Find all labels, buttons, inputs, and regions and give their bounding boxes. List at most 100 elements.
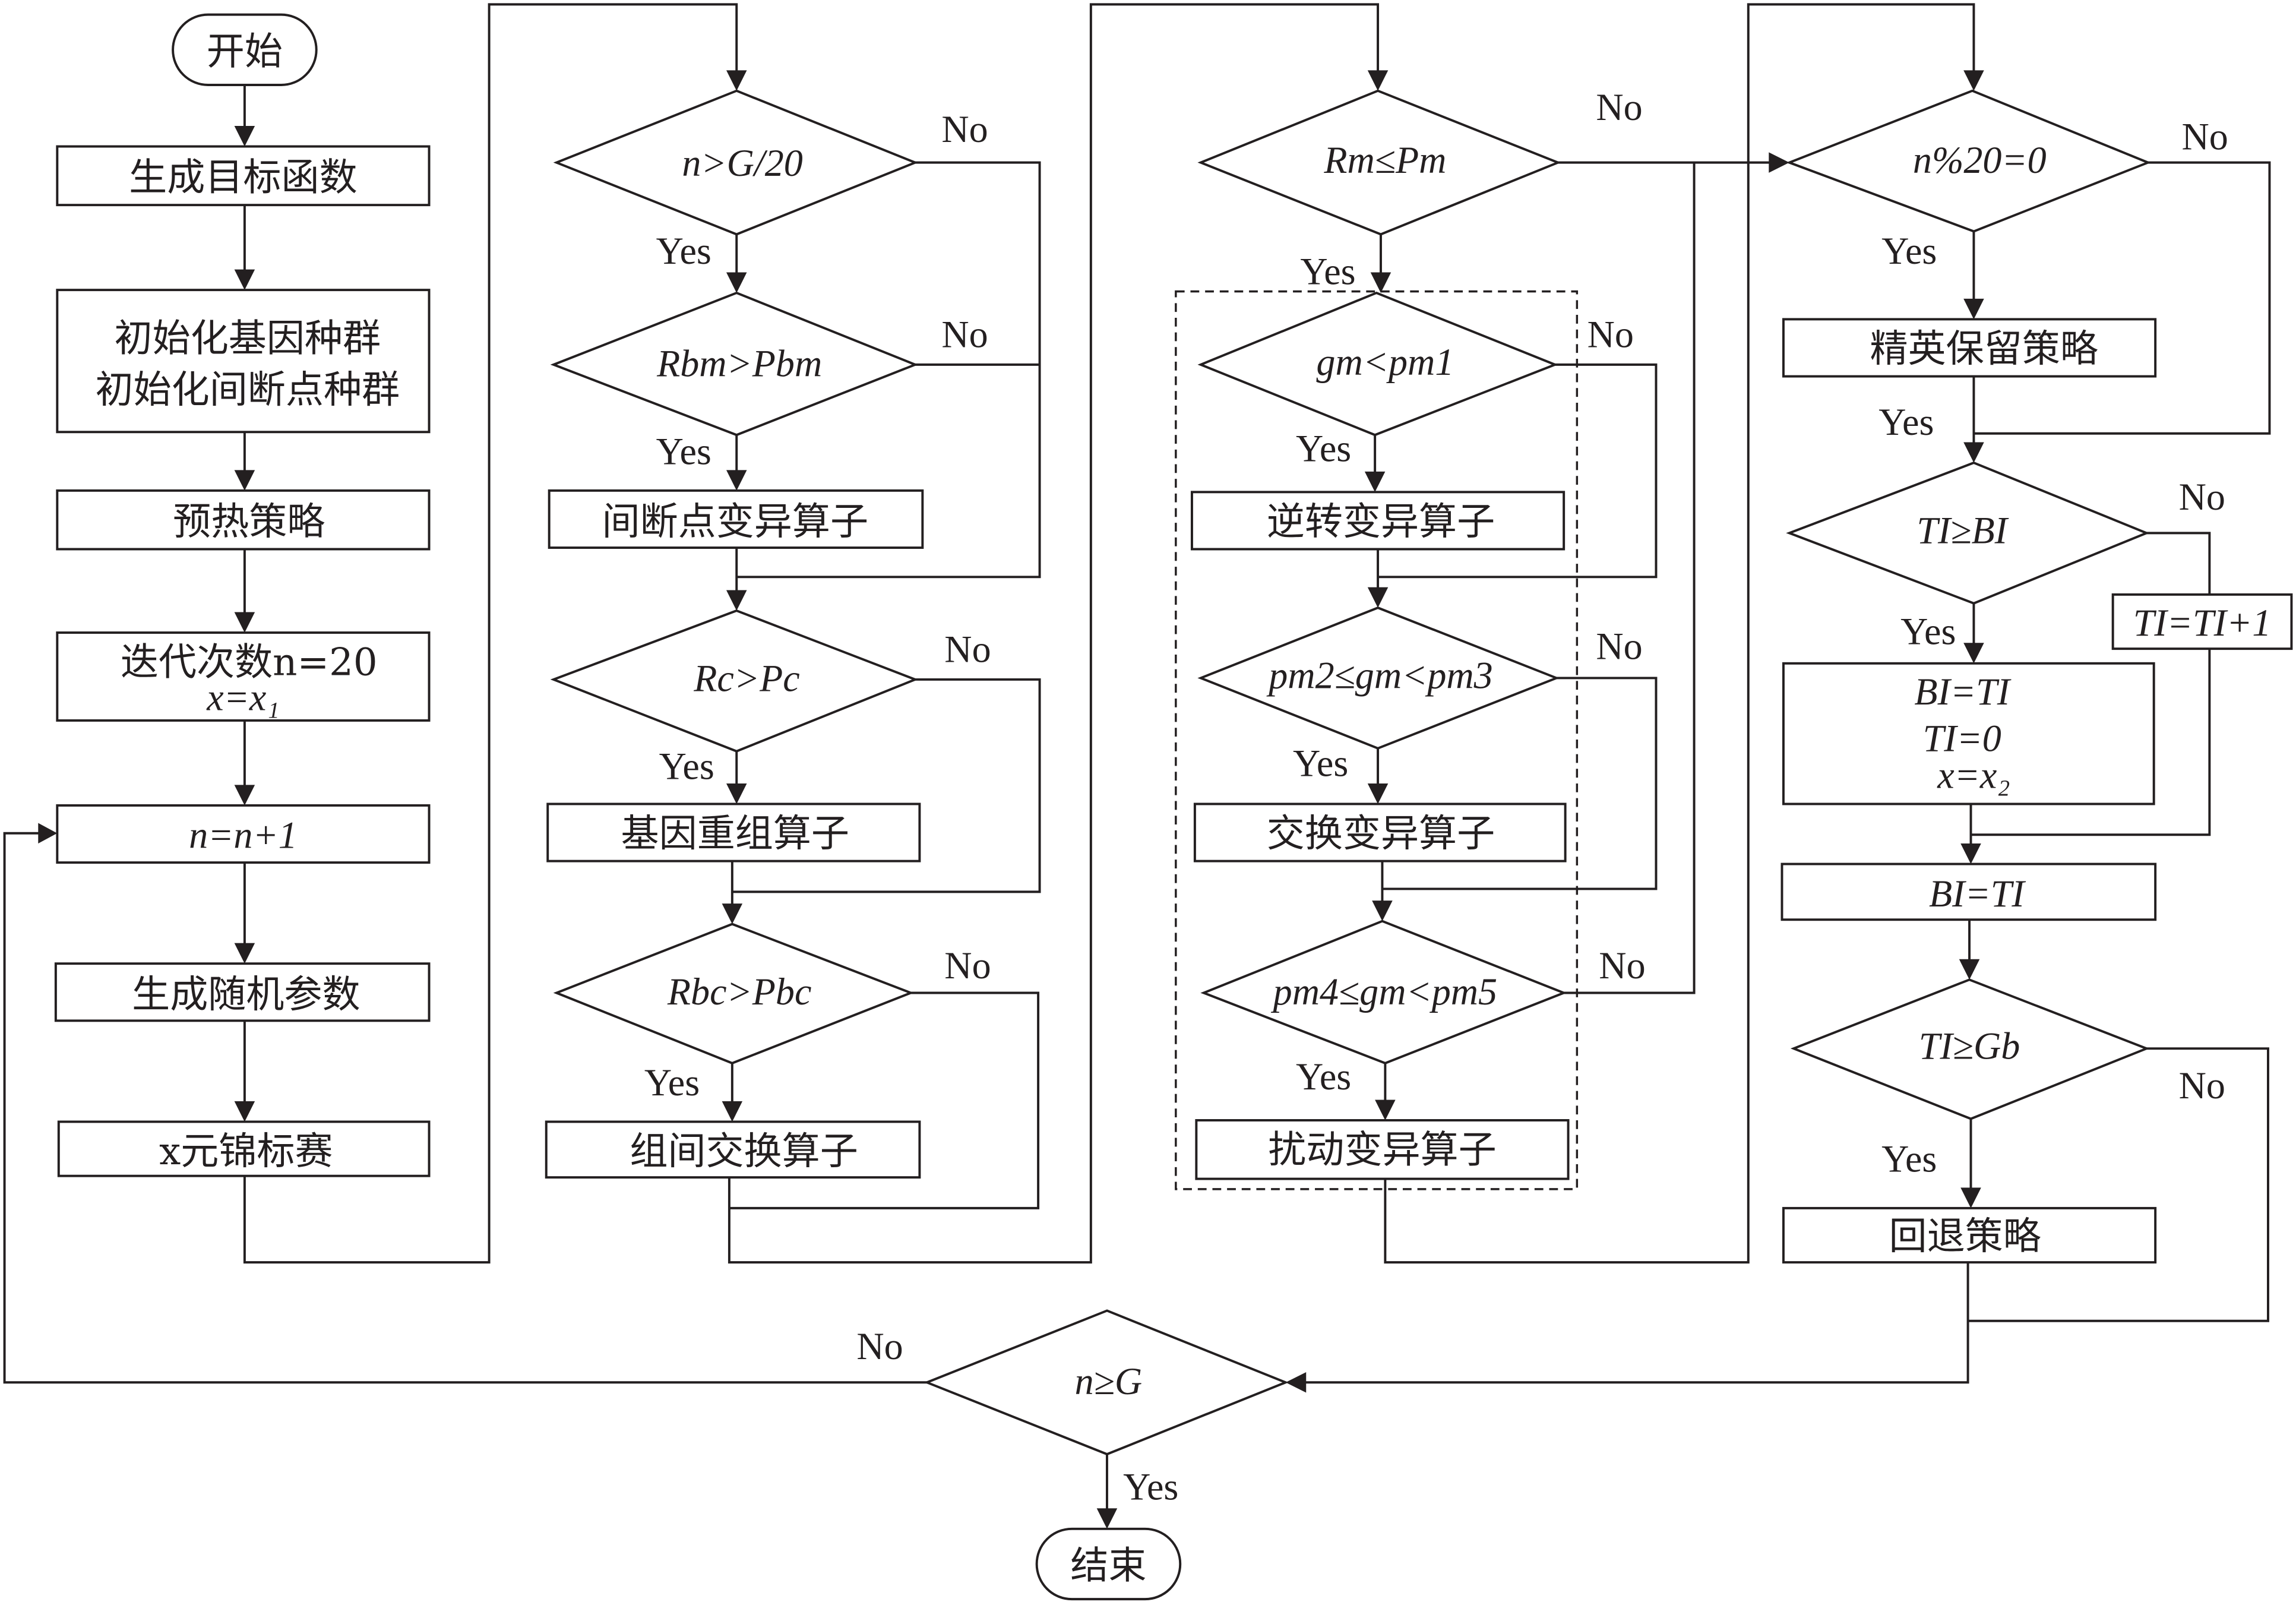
connector — [729, 991, 1040, 1209]
warmup-label: 预热策略 — [173, 500, 325, 544]
tournament-box — [57, 1120, 431, 1177]
arrow-head — [1367, 587, 1389, 608]
arrow-head — [1963, 442, 1984, 463]
arrow-head — [1375, 1100, 1396, 1120]
connector — [732, 678, 1041, 893]
end-terminal — [1035, 1527, 1182, 1601]
connector — [1384, 3, 1975, 1264]
arrow-head — [1769, 152, 1789, 173]
op-group-exchange-box — [545, 1120, 921, 1179]
increment-label: n=n+1 — [189, 814, 298, 856]
ti-increment-label: TI=TI+1 — [2133, 602, 2271, 644]
op-inverse-box — [1190, 491, 1566, 551]
arrow-head — [726, 590, 747, 611]
arrow-head — [726, 70, 747, 91]
op-recombination-label: 基因重组算子 — [621, 812, 849, 856]
yes-label: Yes — [656, 230, 711, 272]
yes-label: Yes — [1293, 743, 1348, 785]
arrow-head — [726, 783, 747, 804]
start-label: 开始 — [207, 30, 283, 74]
decision-ti-gb-label: TI≥Gb — [1919, 1025, 2020, 1067]
arrow-head — [234, 612, 255, 633]
mutation-group-dashed — [1175, 290, 1579, 1190]
no-label: No — [1596, 86, 1642, 128]
arrow-head — [1963, 70, 1984, 91]
no-label: No — [2179, 476, 2225, 518]
arrow-head — [1370, 272, 1391, 293]
arrow-head — [1963, 643, 1984, 664]
connector — [736, 161, 1041, 579]
yes-label: Yes — [1900, 611, 1956, 653]
iteration-line1: 迭代次数n=20 — [121, 641, 378, 685]
op-elite-box — [1782, 318, 2157, 378]
decision-crossover-label: Rc>Pc — [693, 658, 799, 700]
loop-back-connector — [3, 832, 927, 1384]
iteration-line2: x=x₁ — [206, 677, 279, 719]
reset-line1: BI=TI — [1914, 671, 2011, 713]
no-label: No — [856, 1325, 903, 1367]
no-label: No — [944, 628, 991, 670]
tournament-label: x元锦标赛 — [159, 1130, 333, 1174]
gen-random-box — [54, 962, 431, 1022]
op-fallback-box — [1782, 1206, 2157, 1264]
decision-mutation-label: Rm≤Pm — [1323, 139, 1446, 181]
arrow-head — [234, 1101, 255, 1122]
arrow-head — [1285, 1372, 1307, 1393]
arrow-head — [1960, 843, 1981, 864]
op-inverse-label: 逆转变异算子 — [1267, 500, 1495, 544]
arrow-head — [234, 943, 255, 964]
op-elite-label: 精英保留策略 — [1870, 327, 2098, 371]
decision-termination-label: n≥G — [1075, 1360, 1142, 1402]
op-recombination-box — [546, 802, 921, 862]
yes-label: Yes — [644, 1061, 700, 1104]
arrow-head — [234, 269, 255, 290]
yes-label: Yes — [1881, 230, 1937, 272]
yes-label: Yes — [1296, 1056, 1351, 1098]
reset-box — [1782, 662, 2155, 805]
decision-ti-bi-label: TI≥BI — [1917, 510, 2009, 552]
connector — [1971, 649, 2211, 836]
decision-m1-label: gm<pm1 — [1316, 341, 1454, 383]
no-label: No — [2179, 1064, 2225, 1107]
decision-bm-label: Rbm>Pbm — [656, 343, 822, 385]
connector — [2146, 532, 2211, 595]
connector — [728, 3, 1380, 1264]
arrow-head — [726, 470, 747, 491]
arrow-head — [234, 126, 255, 147]
reset-line3: x=x₂ — [1937, 754, 2010, 796]
no-label: No — [941, 108, 988, 150]
op-swap-label: 交换变异算子 — [1267, 812, 1495, 856]
decision-phase-label: n>G/20 — [682, 142, 802, 184]
op-perturb-box — [1195, 1119, 1570, 1180]
arrow-head — [1096, 1508, 1118, 1529]
decision-m45-label: pm4≤gm<pm5 — [1271, 971, 1497, 1013]
yes-label: Yes — [1123, 1465, 1178, 1508]
arrow-head — [38, 823, 58, 844]
gen-random-label: 生成随机参数 — [132, 973, 360, 1017]
yes-label: Yes — [1878, 401, 1934, 443]
decision-group-exchange-label: Rbc>Pbc — [667, 971, 811, 1013]
assign-label: BI=TI — [1929, 873, 2026, 915]
op-group-exchange-label: 组间交换算子 — [630, 1130, 858, 1174]
arrow-head — [1372, 901, 1393, 921]
arrow-head — [234, 785, 255, 805]
arrow-head — [726, 272, 747, 293]
yes-label: Yes — [1300, 250, 1355, 292]
arrow-head — [1960, 1187, 1981, 1208]
iteration-box — [56, 631, 431, 722]
decision-m23-label: pm2≤gm<pm3 — [1266, 655, 1492, 697]
connector — [243, 3, 738, 1264]
no-label: No — [1596, 625, 1642, 667]
arrow-head — [1959, 959, 1980, 980]
arrow-head — [1367, 70, 1389, 91]
op-perturb-label: 扰动变异算子 — [1268, 1128, 1496, 1172]
connector — [1564, 162, 1696, 994]
gen-objective-label: 生成目标函数 — [129, 156, 357, 200]
connector — [1382, 677, 1658, 890]
yes-label: Yes — [1296, 428, 1351, 470]
reset-line2: TI=0 — [1923, 718, 2001, 760]
no-label: No — [1587, 313, 1634, 355]
end-label: 结束 — [1070, 1544, 1146, 1588]
arrow-head — [1963, 298, 1984, 320]
